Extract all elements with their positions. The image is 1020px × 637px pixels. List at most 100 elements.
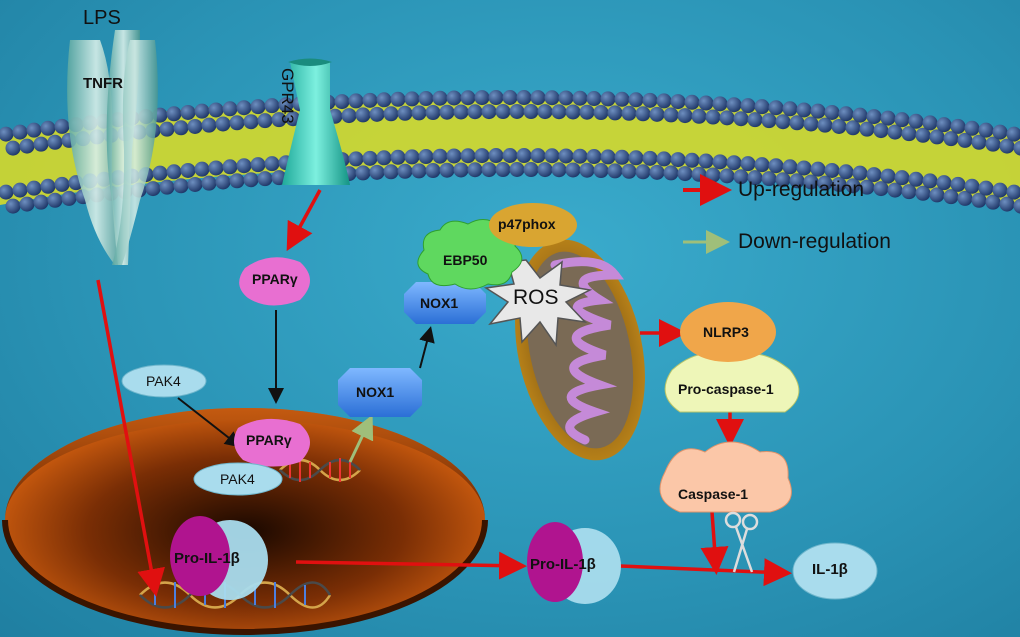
lipid-head [152,165,168,181]
lipid-head [747,170,763,186]
lipid-head [754,99,770,115]
lipid-head [166,164,182,180]
lipid-head [859,121,875,137]
lipid-head [474,148,490,164]
lipid-head [285,111,301,127]
pak4-nuc-shape [193,462,283,496]
lipid-head [964,120,980,136]
lipid-head [236,100,252,116]
lipid-head [355,107,371,123]
lipid-head [901,184,917,200]
lipid-head [768,158,784,174]
lipid-head [957,190,973,206]
lipid-head [467,162,483,178]
lipid-head [642,92,658,108]
lipid-head [425,105,441,121]
lipid-head [173,120,189,136]
lipid-head [390,149,406,165]
lipid-head [635,164,651,180]
lipid-head [369,106,385,122]
lipid-head [985,194,1001,210]
lipid-head [929,187,945,203]
tnfr-receptor [67,30,158,265]
lipid-head [1006,126,1020,142]
lipid-head [943,189,959,205]
lipid-head [698,153,714,169]
lipid-head [621,105,637,121]
lipid-head [348,151,364,167]
lipid-head [817,117,833,133]
lipid-head [901,126,917,142]
lipid-head [593,105,609,121]
arrows-up [96,189,792,597]
lipid-head [894,112,910,128]
lipid-head [607,105,623,121]
nox1-lower-label: NOX1 [356,384,395,400]
il1b-label: IL-1β [812,561,848,578]
lipid-head [201,175,217,191]
lipid-head [229,115,245,131]
pro-il-cyto-label: Pro-IL-1β [530,556,596,573]
lipid-head [775,114,791,130]
lipid-head [726,97,742,113]
lipid-head [908,171,924,187]
lipid-head [439,162,455,178]
lipid-head [488,90,504,106]
lipid-head [677,108,693,124]
lipid-head [334,94,350,110]
lipid-head [985,136,1001,152]
lipid-head [579,104,595,120]
lipid-head [656,93,672,109]
lipid-head [243,114,259,130]
lipid-head [1006,184,1020,200]
lipid-head [824,104,840,120]
cell-membrane [0,90,1020,214]
lipid-head [404,91,420,107]
lipid-head [194,103,210,119]
p47phox-label: p47phox [498,216,556,232]
ppar-top-shape [239,257,310,306]
lipid-head [271,112,287,128]
lipid-head [796,102,812,118]
lipid-head [488,148,504,164]
lipid-head [257,113,273,129]
lipid-head [180,104,196,120]
lipid-head [915,127,931,143]
lipid-head [264,98,280,114]
lipid-head [817,175,833,191]
lipid-head [61,190,77,206]
lipid-head [747,112,763,128]
lipid-head [796,160,812,176]
lipid-head [992,124,1008,140]
lipid-head [376,92,392,108]
lipid-head [453,104,469,120]
lipid-head [551,104,567,120]
lipid-head [565,104,581,120]
lipid-head [964,178,980,194]
lipid-head [257,171,273,187]
lipid-head [145,181,161,197]
pro-il-nuc-label: Pro-IL-1β [174,550,240,567]
lipid-head [838,164,854,180]
lipid-head [362,150,378,166]
pak4-out-shape [121,364,207,398]
lipid-head [684,152,700,168]
pro-il-cyto-shape [527,522,621,604]
lipid-head [187,176,203,192]
lipid-head [201,117,217,133]
gpr43-label: GPR43 [278,68,297,124]
lipid-head [719,110,735,126]
lipid-head [691,108,707,124]
lipid-head [355,165,371,181]
caspase-shape [659,441,792,513]
tnfr-label: TNFR [83,75,123,92]
lipid-head [502,90,518,105]
lipid-head [229,173,245,189]
pro-il-nuc-shape [170,516,268,600]
lipid-head [411,105,427,121]
lipid-head [33,194,49,210]
lipid-head [712,154,728,170]
lipid-head [726,155,742,171]
lipid-head [481,162,497,178]
legend-down-label: Down-regulation [738,230,891,253]
